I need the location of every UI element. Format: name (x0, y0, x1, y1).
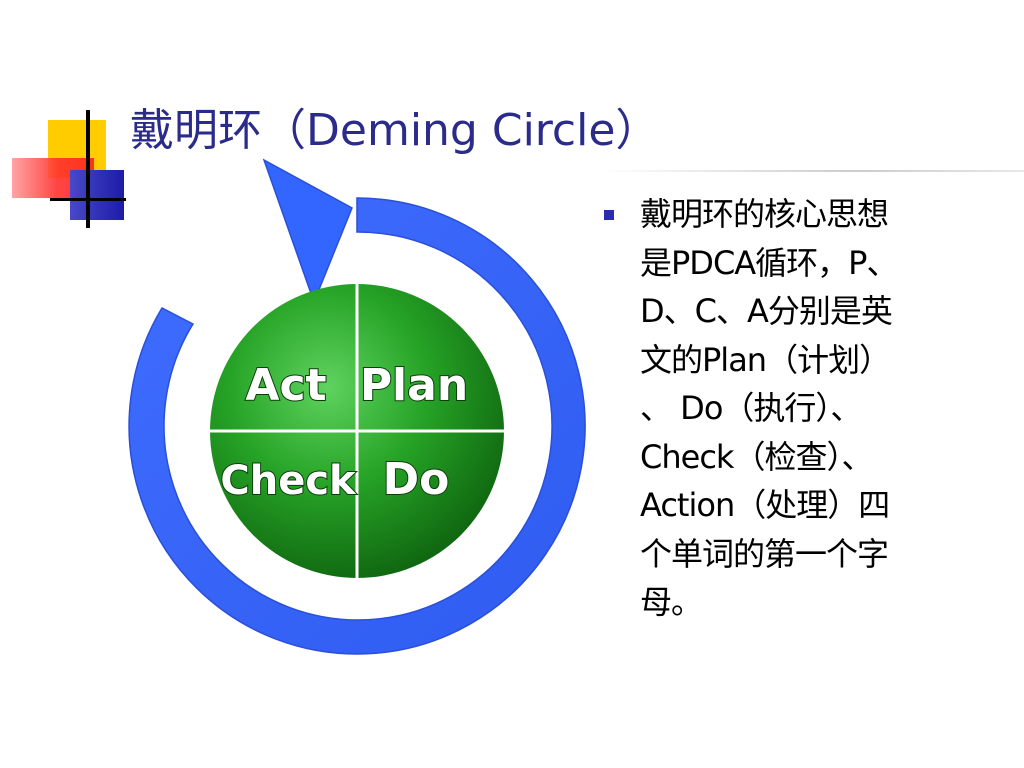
title-english: Deming Circle (306, 105, 616, 156)
deco-vertical-line (86, 110, 90, 228)
title-chinese: 戴明环（ (130, 105, 306, 156)
cycle-arrow-ring (128, 197, 586, 655)
quadrant-plan: Plan (360, 360, 468, 411)
slide-title: 戴明环（Deming Circle） (130, 96, 659, 166)
title-underline (600, 170, 1024, 172)
pdca-diagram: Act Plan Check Do (128, 158, 586, 655)
quadrant-do: Do (383, 454, 450, 505)
deco-horizontal-line (50, 198, 126, 201)
bullet-square-icon (604, 210, 614, 220)
cycle-arrow-head (262, 158, 353, 305)
title-close-paren: ） (615, 105, 660, 156)
quadrant-check: Check (220, 458, 357, 504)
quadrant-act: Act (245, 360, 326, 411)
deco-blue-square (70, 170, 124, 220)
bullet-text: 戴明环的核心思想 是PDCA循环，P、 D、C、A分别是英 文的Plan（计划）… (640, 195, 898, 621)
